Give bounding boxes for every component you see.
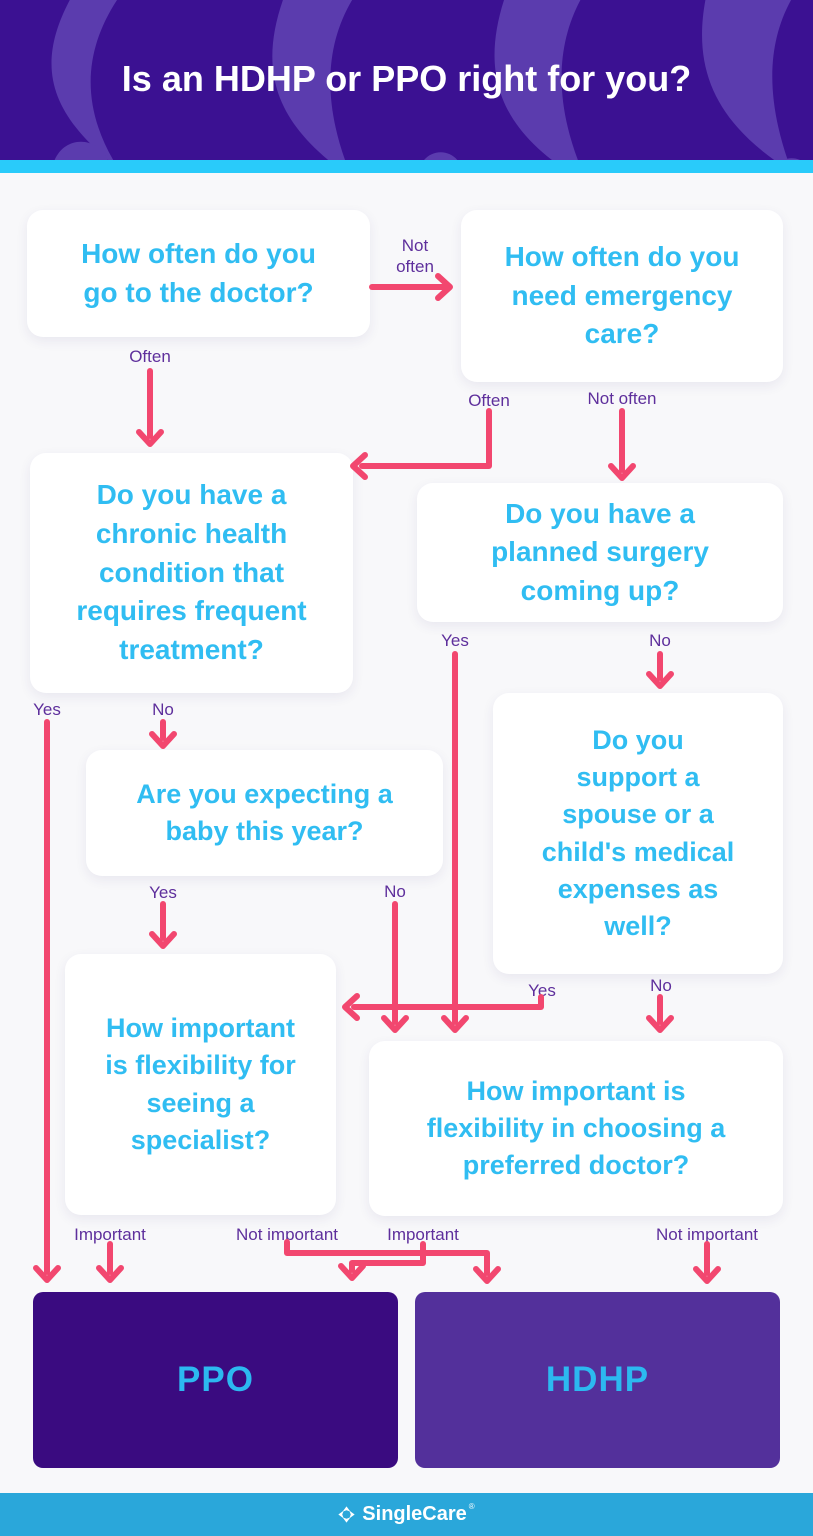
edge-label-not-often: Not often (587, 389, 657, 408)
question-text: Do you have a chronic health condition t… (76, 479, 307, 665)
edge-label-important: Important (387, 1225, 459, 1244)
edge-label-yes: Yes (441, 631, 469, 650)
edge-label-no: No (384, 882, 406, 901)
edge-label-not-often: Not often (396, 236, 434, 277)
edge-label-often: Often (129, 347, 171, 366)
header: Is an HDHP or PPO right for you? (0, 0, 813, 160)
question-text: Do you support a spouse or a child's med… (541, 724, 735, 941)
result-label: PPO (177, 1360, 254, 1399)
page-title: Is an HDHP or PPO right for you? (121, 58, 692, 99)
edge-label-not-important: Not important (655, 1225, 759, 1244)
edge-label-important: Important (74, 1225, 146, 1244)
question-planned-surgery: Do you have a planned surgery coming up? (417, 483, 783, 622)
result-ppo: PPO (33, 1292, 398, 1468)
question-text: Do you have a planned surgery coming up? (491, 497, 709, 606)
question-chronic-condition: Do you have a chronic health condition t… (30, 453, 353, 693)
result-label: HDHP (545, 1360, 650, 1399)
question-text: Are you expecting a baby this year? (136, 778, 393, 846)
edge-label-no: No (650, 976, 672, 995)
header-accent-stripe (0, 160, 813, 173)
question-support-spouse: Do you support a spouse or a child's med… (493, 693, 783, 974)
header-swoosh-decoration (51, 0, 800, 160)
question-text: How often do you go to the doctor? (81, 237, 316, 308)
question-text: How important is flexibility in choosing… (426, 1075, 726, 1181)
question-doctor-frequency: How often do you go to the doctor? (27, 210, 370, 337)
edge-label-yes: Yes (149, 883, 177, 902)
edge-label-no: No (152, 700, 174, 719)
result-hdhp: HDHP (415, 1292, 780, 1468)
question-text: How important is flexibility for seeing … (105, 1013, 296, 1155)
edge-label-often: Often (468, 391, 510, 410)
question-preferred-doctor-flexibility: How important is flexibility in choosing… (369, 1041, 783, 1216)
edge-label-yes: Yes (33, 700, 61, 719)
registered-trademark-symbol: ® (468, 1502, 475, 1511)
question-text: How often do you need emergency care? (504, 241, 740, 350)
brand-name: SingleCare (362, 1503, 467, 1525)
edge-label-not-important: Not important (235, 1225, 339, 1244)
question-emergency-care: How often do you need emergency care? (461, 210, 783, 382)
question-specialist-flexibility: How important is flexibility for seeing … (65, 954, 336, 1215)
singlecare-logo-icon (338, 1506, 355, 1523)
footer: SingleCare ® (0, 1493, 813, 1536)
edge-label-no: No (649, 631, 671, 650)
question-expecting-baby: Are you expecting a baby this year? (86, 750, 443, 876)
edge-label-yes: Yes (528, 981, 556, 1000)
